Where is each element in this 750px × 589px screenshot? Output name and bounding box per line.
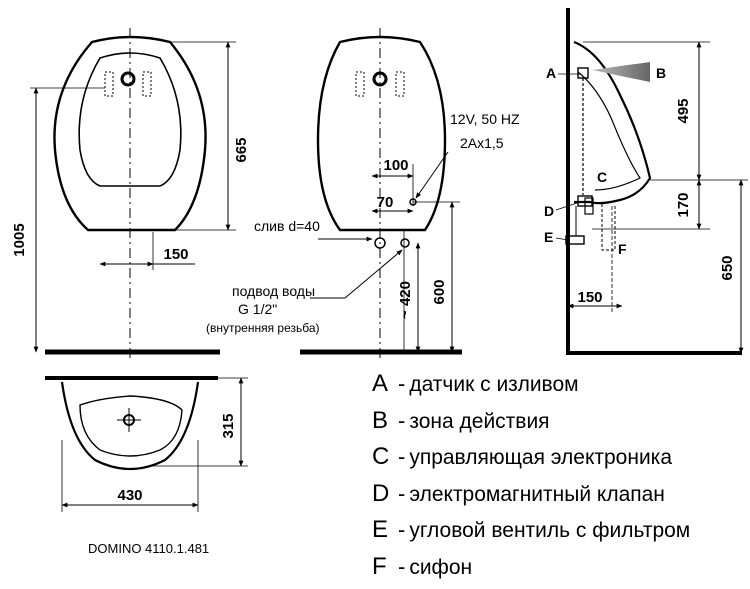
legend-dash: - (398, 371, 405, 397)
legend-dash: - (398, 481, 405, 507)
model-label: DOMINO 4110.1.481 (88, 541, 209, 556)
dim-420: ~ 420 (397, 281, 414, 319)
legend-text: управляющая электроника (409, 446, 672, 470)
dim-70: 70 (377, 194, 394, 211)
water-point (401, 239, 409, 247)
legend-item-b: B - зона действия (372, 407, 690, 444)
legend-text: зона действия (409, 410, 549, 434)
electrical-spec: 12V, 50 HZ (450, 111, 520, 127)
legend-text: сифон (409, 556, 472, 580)
legend-item-a: A - датчик с изливом (372, 370, 690, 407)
dim-650: 650 (719, 255, 736, 280)
urinal-side-inner (578, 72, 640, 190)
dim-offset: 150 (163, 246, 188, 263)
label-a: A (546, 65, 556, 81)
dim-side-150: 150 (577, 289, 602, 306)
label-c: C (597, 169, 607, 185)
top-view: 315 430 (45, 378, 248, 512)
drain-label: слив d=40 (254, 218, 320, 234)
legend-text: датчик с изливом (409, 373, 578, 397)
legend-key: C (372, 443, 394, 471)
sensor-beam (592, 62, 650, 82)
legend-key: A (372, 370, 394, 398)
front-view: 1005 665 150 (11, 28, 250, 360)
legend: A - датчик с изливом B - зона действия C… (372, 370, 690, 589)
dim-upper: 665 (233, 137, 250, 162)
dim-width: 430 (117, 487, 142, 504)
sensor-hole (122, 73, 134, 85)
legend-key: D (372, 480, 394, 508)
legend-item-d: D - электромагнитный клапан (372, 480, 690, 517)
cable-spec: 2Ax1,5 (460, 135, 504, 151)
label-f: F (618, 241, 627, 257)
water-supply-label: подвод воды (232, 283, 315, 299)
legend-key: E (372, 516, 394, 544)
rear-view: 12V, 50 HZ 2Ax1,5 100 70 слив d=40 подво… (206, 28, 520, 360)
label-e: E (544, 229, 553, 245)
urinal-top-inner (80, 396, 182, 456)
legend-dash: - (398, 517, 405, 543)
legend-text: угловой вентиль с фильтром (409, 519, 690, 543)
fixing-marks-right (143, 72, 151, 96)
legend-key: B (372, 407, 394, 435)
dim-170: 170 (675, 192, 692, 217)
label-b: B (656, 65, 666, 81)
dim-depth: 315 (220, 413, 237, 438)
legend-key: F (372, 553, 394, 581)
legend-item-c: C - управляющая электроника (372, 443, 690, 480)
thread-label: G 1/2" (238, 301, 277, 317)
legend-item-f: F - сифон (372, 553, 690, 589)
legend-dash: - (398, 444, 405, 470)
dim-total-height: 1005 (11, 223, 28, 256)
side-view: A B C D E F 495 170 650 150 (544, 8, 748, 355)
legend-dash: - (398, 554, 405, 580)
siphon (602, 204, 615, 250)
legend-dash: - (398, 408, 405, 434)
dim-495: 495 (675, 98, 692, 123)
dim-100: 100 (383, 157, 408, 174)
thread-note: (внутренняя резьба) (206, 321, 320, 335)
legend-item-e: E - угловой вентиль с фильтром (372, 516, 690, 553)
fixing-marks-left (105, 72, 113, 96)
label-d: D (544, 203, 554, 219)
dim-600: 600 (431, 279, 448, 304)
legend-text: электромагнитный клапан (409, 483, 665, 507)
